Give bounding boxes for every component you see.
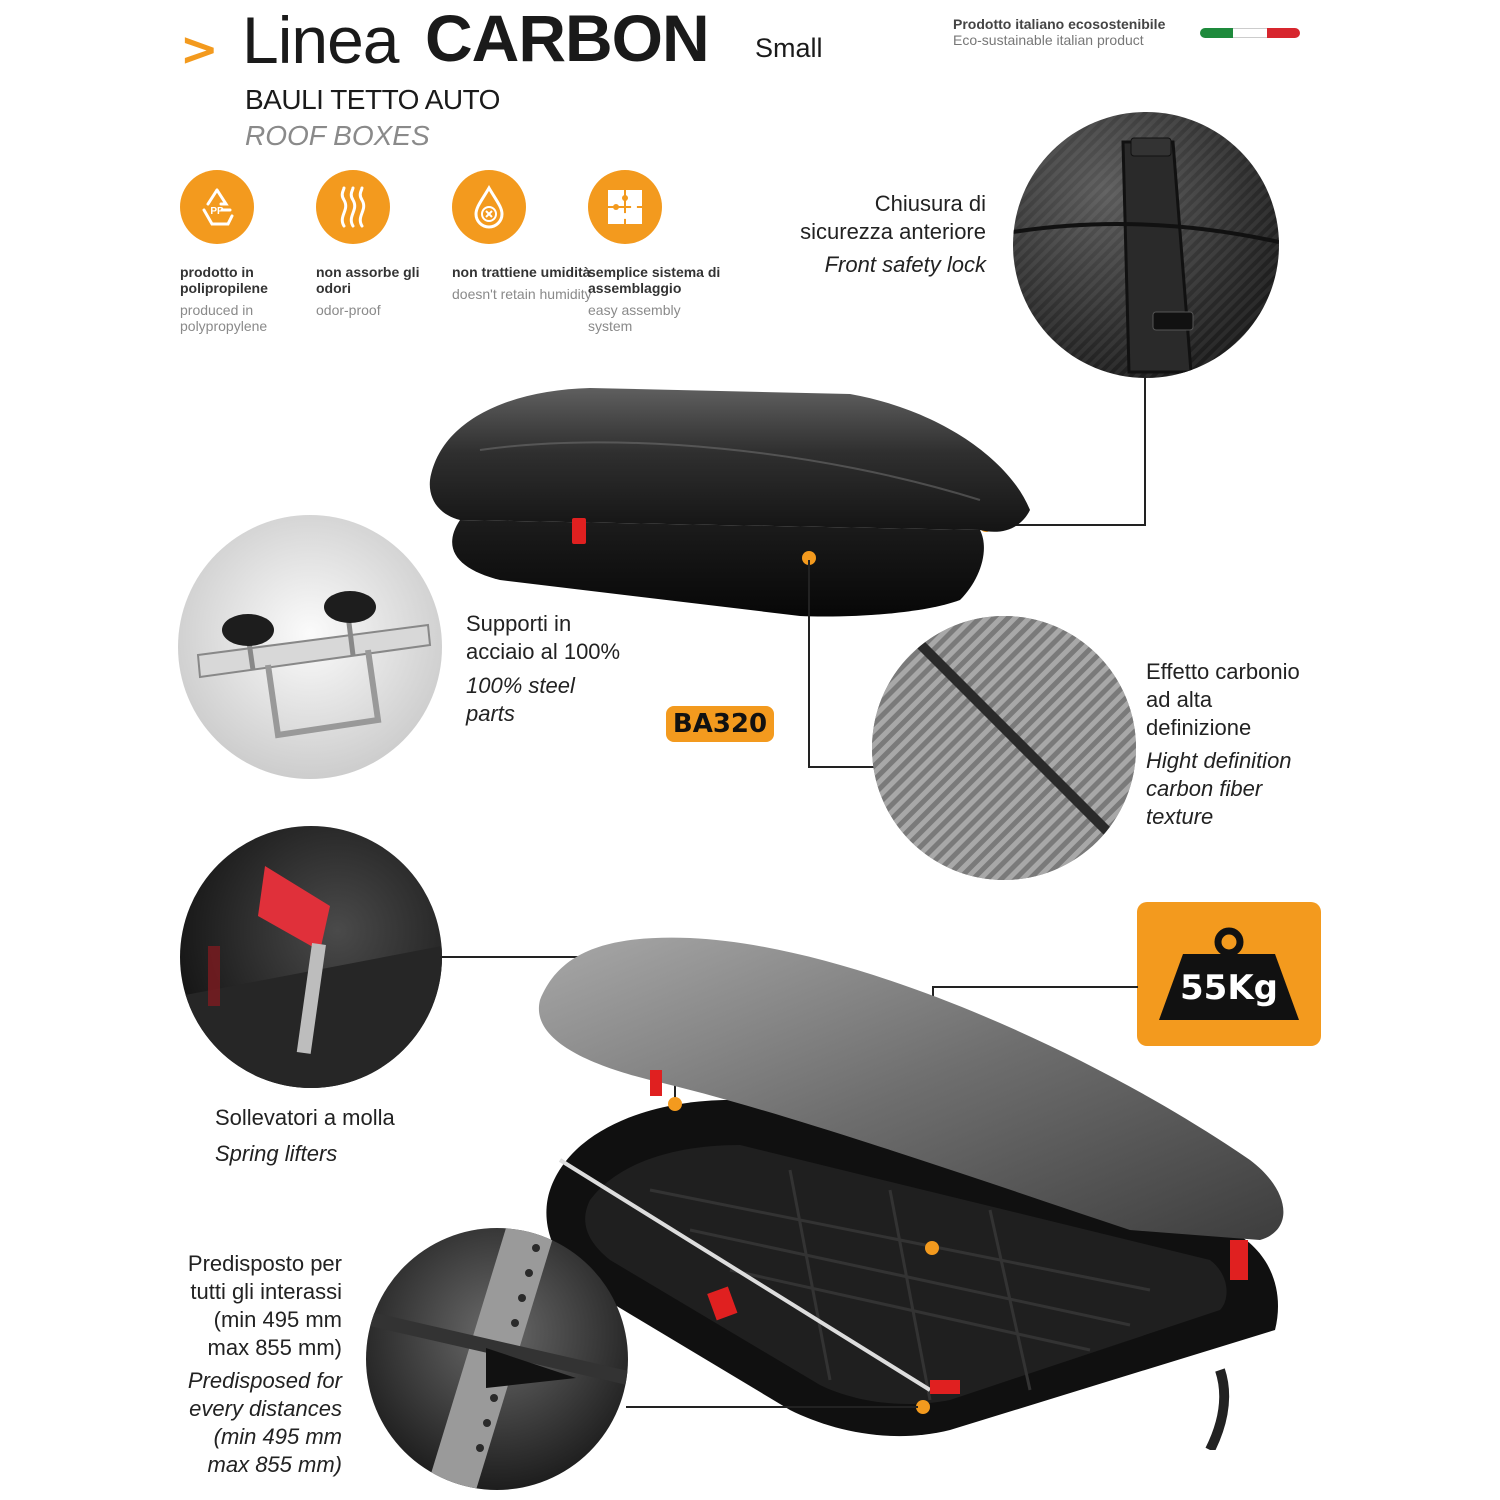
lifter-marker-dot — [668, 1097, 682, 1111]
callout-text: acciaio al 100% — [466, 639, 621, 664]
feature-label-en: odor-proof — [316, 302, 381, 318]
callout-text: definizione — [1146, 715, 1252, 740]
capacity-badge: 55Kg — [1137, 902, 1321, 1046]
title-prefix: Linea — [242, 3, 399, 77]
italian-flag-icon — [1200, 28, 1300, 38]
mounting-rail-photo — [366, 1228, 628, 1490]
callout-text: Sollevatori a molla — [215, 1105, 395, 1130]
feature-label-it: non trattiene umidità — [452, 264, 591, 280]
subtitle-english: ROOF BOXES — [245, 120, 430, 151]
feature-humidity: non trattiene umidità doesn't retain hum… — [452, 170, 592, 302]
svg-text:PP: PP — [210, 206, 224, 217]
callout-text: (min 495 mm — [213, 1424, 342, 1449]
feature-label-en: doesn't retain humidity — [452, 286, 592, 302]
callout-text: max 855 mm) — [207, 1452, 342, 1477]
callout-distances: Predisposto per tutti gli interassi (min… — [150, 1250, 342, 1479]
callout-text: texture — [1146, 804, 1214, 829]
callout-text: 100% steel — [466, 673, 575, 698]
eco-label-italian: Prodotto italiano ecosostenibile — [953, 16, 1166, 32]
callout-spring-lifters: Sollevatori a molla Spring lifters — [215, 1104, 395, 1168]
feature-label-en: produced in polypropylene — [180, 302, 268, 334]
callout-text: ad alta — [1146, 687, 1213, 712]
title-size: Small — [755, 33, 823, 63]
callout-text: Hight definition — [1146, 748, 1292, 773]
lock-detail-photo — [1013, 112, 1279, 378]
callout-front-lock: Chiusura di sicurezza anteriore Front sa… — [790, 190, 986, 279]
callout-steel-parts: Supporti in acciaio al 100% 100% steel p… — [466, 610, 620, 728]
callout-text: Predisposto per — [187, 1251, 342, 1276]
callout-text: (min 495 mm — [213, 1307, 342, 1332]
eco-label-english: Eco-sustainable italian product — [953, 32, 1144, 48]
weight-icon — [1159, 927, 1299, 1020]
callout-text: Front safety lock — [824, 252, 986, 277]
title-main: CARBON — [425, 1, 710, 75]
feature-label-en: easy assembly system — [588, 302, 681, 334]
puzzle-icon — [588, 170, 662, 244]
callout-text: Effetto carbonio — [1146, 659, 1300, 684]
recycle-pp-icon: PP — [180, 170, 254, 244]
feature-label-it: prodotto in polipropilene — [180, 264, 268, 296]
roof-box-closed-photo — [420, 380, 1040, 625]
distance-marker-dot — [916, 1400, 930, 1414]
spring-lifter-photo — [180, 826, 442, 1088]
callout-text: carbon fiber — [1146, 776, 1263, 801]
feature-label-it: non assorbe gli odori — [316, 264, 420, 296]
capacity-marker-dot — [925, 1241, 939, 1255]
feature-label-it: semplice sistema di assemblaggio — [588, 264, 721, 296]
model-code-badge: BA320 — [666, 706, 774, 742]
callout-text: Spring lifters — [215, 1141, 338, 1166]
odor-waves-icon — [316, 170, 390, 244]
subtitle-italian: BAULI TETTO AUTO — [245, 84, 500, 115]
callout-text: Predisposed for — [187, 1368, 342, 1393]
callout-text: tutti gli interassi — [190, 1279, 342, 1304]
header-arrow-icon: > — [180, 22, 219, 76]
feature-odor: non assorbe gli odori odor-proof — [316, 170, 456, 318]
carbon-texture-photo — [872, 616, 1136, 880]
callout-text: max 855 mm) — [207, 1335, 342, 1360]
callout-text: every distances — [189, 1396, 342, 1421]
callout-text: parts — [466, 701, 515, 726]
capacity-value: 55Kg — [1180, 968, 1278, 1008]
carbon-marker-dot — [802, 551, 816, 565]
steel-supports-photo — [178, 515, 442, 779]
callout-text: Supporti in — [466, 611, 572, 636]
water-drop-icon — [452, 170, 526, 244]
feature-polypropylene: PP prodotto in polipropilene produced in… — [180, 170, 320, 334]
callout-carbon-effect: Effetto carbonio ad alta definizione Hig… — [1146, 658, 1300, 831]
callout-text: Chiusura di — [874, 191, 986, 216]
callout-text: sicurezza anteriore — [800, 219, 986, 244]
roof-box-open-photo — [530, 930, 1300, 1455]
feature-assembly: semplice sistema di assemblaggio easy as… — [588, 170, 728, 334]
